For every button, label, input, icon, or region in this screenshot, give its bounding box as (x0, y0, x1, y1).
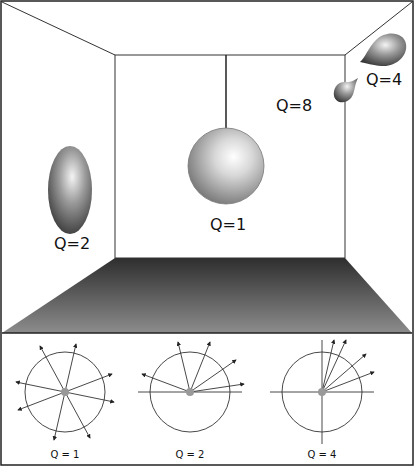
drop-label: Q=1 (210, 216, 246, 234)
center-dot (186, 388, 194, 396)
panel-divider (2, 332, 412, 334)
drop-label: Q=4 (366, 71, 402, 89)
ray-diagram (138, 342, 244, 432)
corner-drop (360, 34, 406, 66)
ceiling-edge (2, 2, 115, 55)
corner-drop (334, 78, 358, 102)
spherical-drop (188, 128, 264, 204)
ray-diagram (16, 344, 114, 440)
string (225, 55, 227, 128)
back-wall (115, 55, 345, 258)
diagram-label: Q = 1 (51, 449, 80, 460)
ray-diagram (270, 340, 374, 444)
diagram-label: Q = 2 (176, 449, 205, 460)
floor (2, 258, 412, 333)
elongated-drop (48, 146, 92, 234)
diagram-label: Q = 4 (308, 449, 337, 460)
center-dot (318, 388, 326, 396)
drop-label: Q=2 (54, 235, 90, 253)
drop-label: Q=8 (276, 97, 312, 115)
center-dot (61, 388, 69, 396)
